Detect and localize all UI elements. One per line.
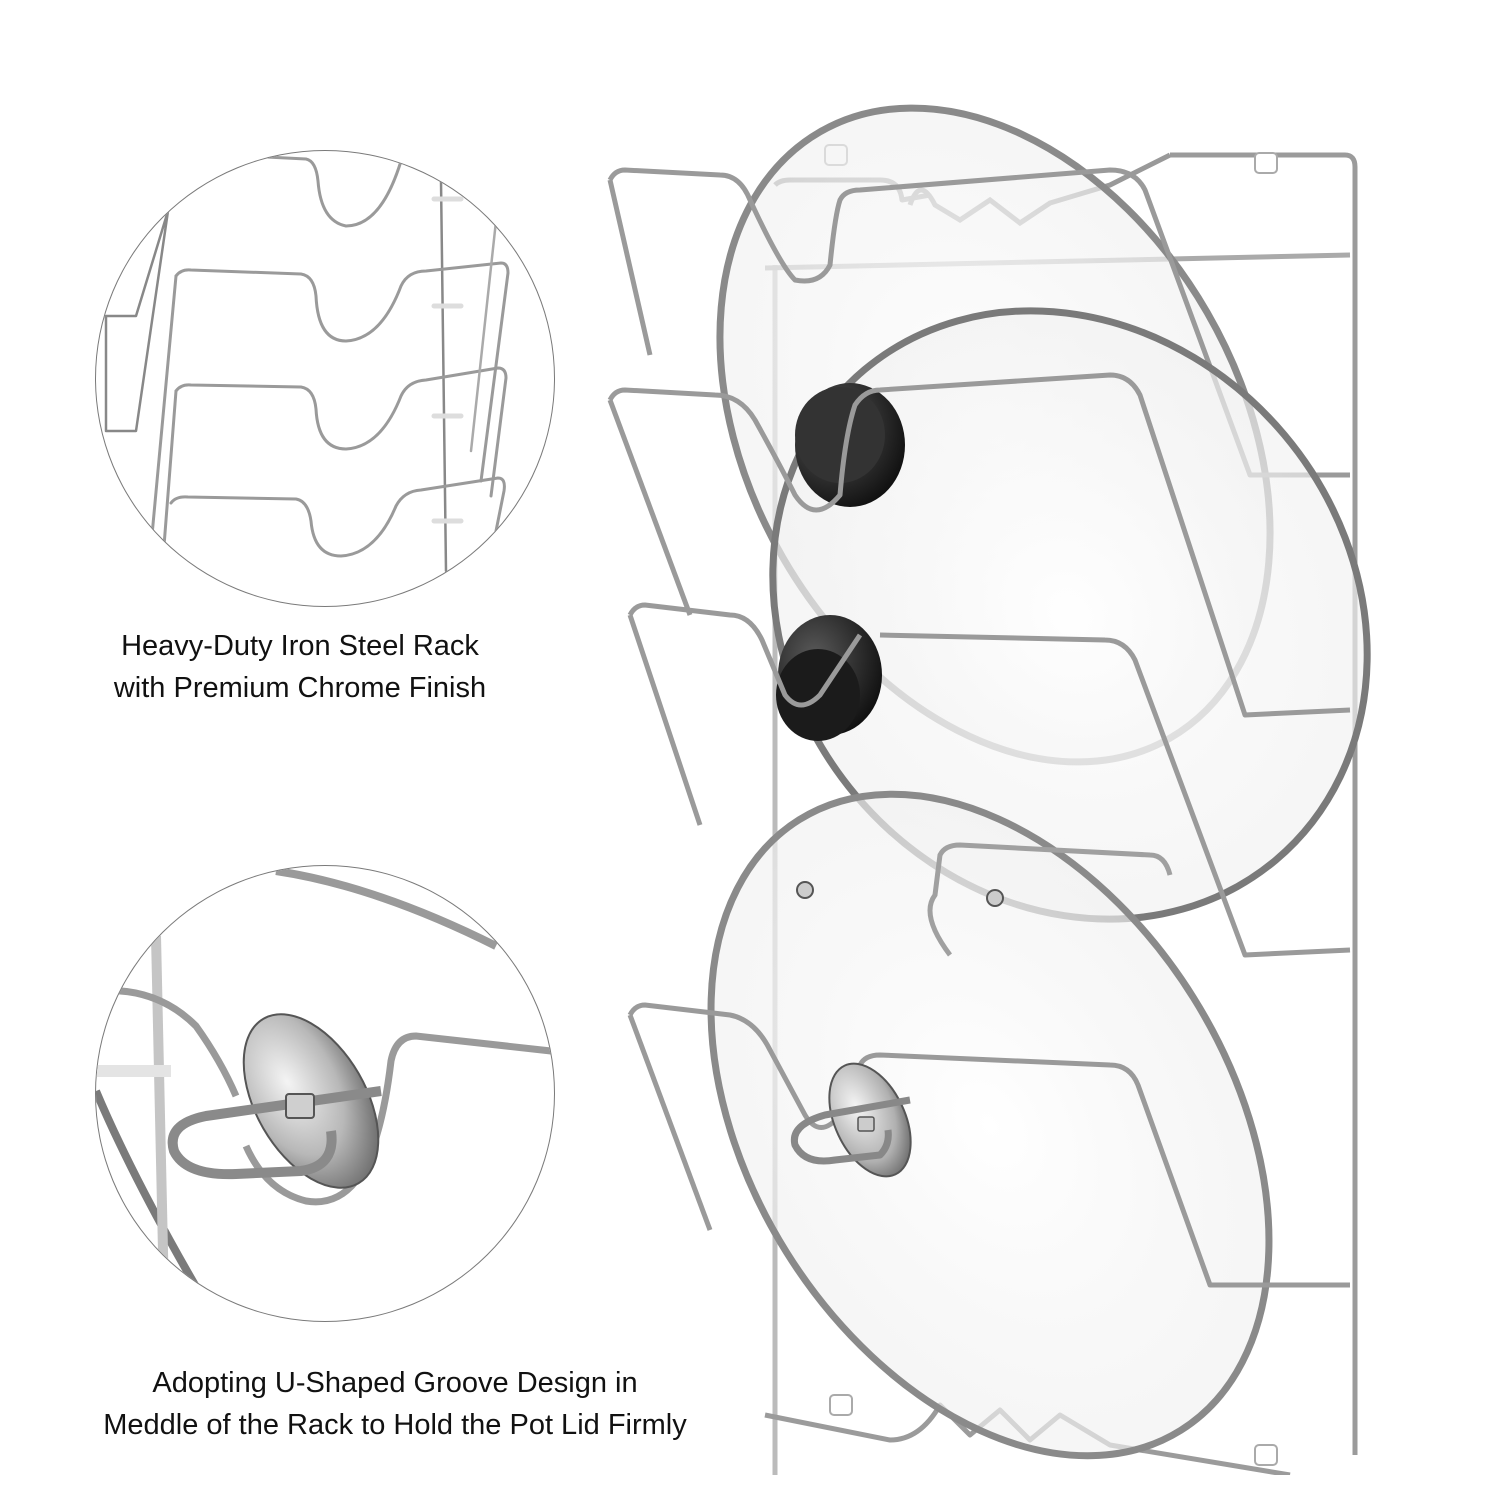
- u-groove-closeup-icon: [96, 867, 552, 1321]
- caption-line: Heavy-Duty Iron Steel Rack: [121, 630, 479, 662]
- rack-detail-caption: Heavy-Duty Iron Steel Rack with Premium …: [80, 625, 520, 709]
- caption-line: Adopting U-Shaped Groove Design in: [152, 1367, 638, 1399]
- caption-line: with Premium Chrome Finish: [113, 672, 487, 704]
- rack-detail-circle: [95, 150, 555, 607]
- pot-lid-rack-icon: [607, 104, 1371, 1475]
- caption-line: Meddle of the Rack to Hold the Pot Lid F…: [103, 1409, 687, 1441]
- wire-rack-closeup-icon: [104, 154, 510, 573]
- pot-lid-rack-product: [590, 55, 1390, 1475]
- groove-detail-circle: [95, 865, 555, 1322]
- groove-detail-caption: Adopting U-Shaped Groove Design in Meddl…: [40, 1362, 750, 1446]
